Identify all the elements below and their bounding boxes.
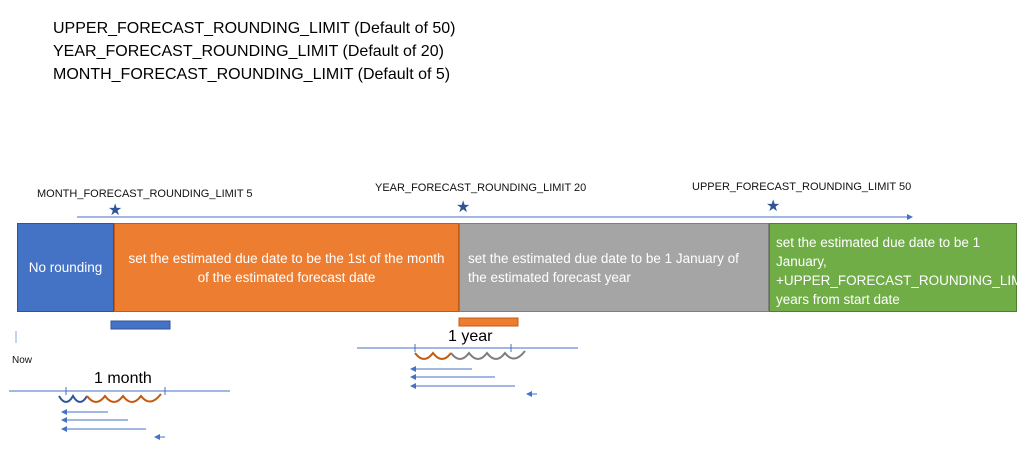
now-label: Now bbox=[12, 355, 33, 366]
marker-label-month: MONTH_FORECAST_ROUNDING_LIMIT 5 bbox=[37, 188, 253, 200]
segment-upper-rounding: set the estimated due date to be 1 Janua… bbox=[769, 223, 1028, 312]
star-icon: ★ bbox=[456, 199, 471, 216]
marker-label-year: YEAR_FORECAST_ROUNDING_LIMIT 20 bbox=[375, 182, 587, 194]
segment-year-rounding: set the estimated due date to be 1 Janua… bbox=[459, 223, 769, 312]
segment-label: set the estimated due date to be 1 Janua… bbox=[776, 235, 981, 269]
header-line-upper: UPPER_FORECAST_ROUNDING_LIMIT (Default o… bbox=[53, 20, 456, 37]
star-icon: ★ bbox=[108, 202, 123, 219]
month-indicator-bar bbox=[110, 320, 171, 330]
year-indicator-bar bbox=[458, 317, 519, 327]
marker-label-upper: UPPER_FORECAST_ROUNDING_LIMIT 50 bbox=[692, 181, 912, 193]
year-label: 1 year bbox=[448, 328, 493, 345]
segment-label: set the estimated due date to be the 1st… bbox=[128, 250, 445, 285]
segment-month-rounding: set the estimated due date to be the 1st… bbox=[114, 223, 459, 312]
segment-label: No rounding bbox=[28, 260, 103, 275]
header-line-month: MONTH_FORECAST_ROUNDING_LIMIT (Default o… bbox=[53, 66, 451, 83]
segment-no-rounding: No rounding bbox=[17, 223, 114, 312]
month-arcs bbox=[58, 394, 88, 403]
star-icon: ★ bbox=[766, 198, 781, 215]
month-label: 1 month bbox=[94, 370, 152, 387]
segment-label: +UPPER_FORECAST_ROUNDING_LIMIT years fro… bbox=[776, 273, 1028, 307]
segment-label: set the estimated due date to be 1 Janua… bbox=[468, 250, 739, 285]
header-line-year: YEAR_FORECAST_ROUNDING_LIMIT (Default of… bbox=[53, 43, 444, 60]
